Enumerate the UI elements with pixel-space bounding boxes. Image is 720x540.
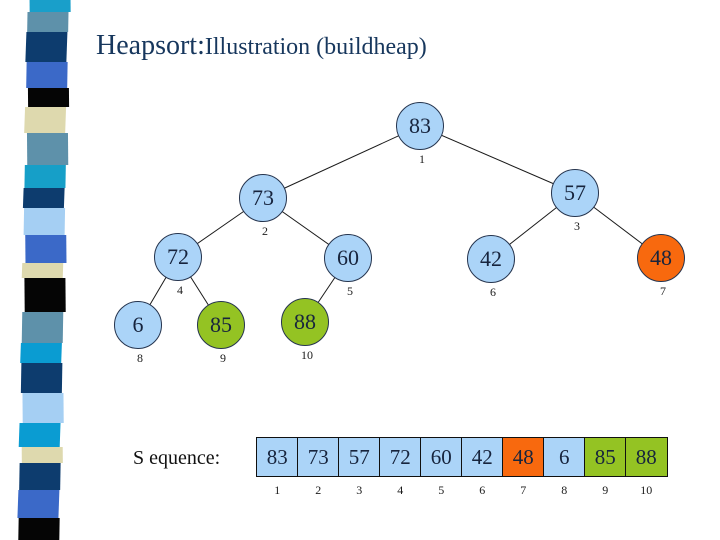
sequence-cell: 48 bbox=[502, 437, 545, 477]
sequence-label: S equence: bbox=[133, 447, 221, 469]
sequence-cell: 88 bbox=[625, 437, 668, 477]
tree-node: 60 bbox=[324, 234, 372, 282]
tree-node-index: 8 bbox=[137, 351, 143, 365]
decor-strip-segment bbox=[18, 518, 60, 540]
decor-strip-segment bbox=[17, 490, 60, 518]
decor-strip-segment bbox=[26, 62, 68, 88]
sequence-cell-index: 1 bbox=[274, 483, 281, 497]
tree-node-index: 7 bbox=[660, 284, 666, 298]
decor-strip-segment bbox=[20, 363, 63, 393]
tree-node: 42 bbox=[467, 235, 515, 283]
sequence-cell-index: 7 bbox=[520, 483, 527, 497]
sequence-cell-index: 9 bbox=[602, 483, 609, 497]
tree-node: 83 bbox=[396, 102, 444, 150]
decor-strip-segment bbox=[21, 312, 64, 343]
tree-node-index: 4 bbox=[177, 283, 183, 297]
sequence-cell-index: 6 bbox=[479, 483, 486, 497]
tree-node: 57 bbox=[551, 169, 599, 217]
sequence-cell-index: 10 bbox=[640, 483, 653, 497]
tree-node: 72 bbox=[154, 233, 202, 281]
decor-strip-segment bbox=[24, 278, 66, 312]
decor-strip-segment bbox=[25, 32, 68, 62]
tree-node: 88 bbox=[281, 298, 329, 346]
sequence-index-row: 1 2 3 4 5 6 7 8 9 10 bbox=[256, 483, 668, 498]
sequence-cell: 57 bbox=[338, 437, 381, 477]
slide-title: Heapsort:Illustration (buildheap) bbox=[96, 30, 427, 62]
title-subtitle: Illustration (buildheap) bbox=[204, 34, 427, 60]
tree-edge bbox=[419, 125, 576, 194]
tree-node: 48 bbox=[637, 234, 685, 282]
tree-node-index: 5 bbox=[347, 284, 353, 298]
sequence-cell: 85 bbox=[584, 437, 627, 477]
tree-node-index: 1 bbox=[419, 152, 425, 166]
sequence-cell-index: 4 bbox=[397, 483, 404, 497]
tree-edge bbox=[262, 125, 421, 199]
sequence-cell: 60 bbox=[420, 437, 463, 477]
tree-node-index: 9 bbox=[220, 351, 226, 365]
decor-strip-segment bbox=[24, 165, 66, 188]
sequence-cell-index: 8 bbox=[561, 483, 568, 497]
tree-node-index: 3 bbox=[574, 219, 580, 233]
sequence-cell: 72 bbox=[379, 437, 422, 477]
tree-node-index: 6 bbox=[490, 285, 496, 299]
decor-strip-segment bbox=[24, 107, 67, 133]
decor-strip-segment bbox=[25, 235, 67, 263]
tree-node-index: 2 bbox=[262, 224, 268, 238]
decor-strip-segment bbox=[21, 447, 63, 463]
tree-node: 85 bbox=[197, 301, 245, 349]
tree-node: 6 bbox=[114, 301, 162, 349]
decor-strip-segment bbox=[20, 343, 62, 363]
sequence-cell: 6 bbox=[543, 437, 586, 477]
decor-strip-segment bbox=[21, 263, 64, 278]
sequence-cell-index: 2 bbox=[315, 483, 322, 497]
decor-strip-segment bbox=[18, 423, 61, 447]
sequence-cell: 42 bbox=[461, 437, 504, 477]
decor-strip-segment bbox=[27, 88, 70, 107]
tree-node: 73 bbox=[239, 174, 287, 222]
title-keyword: Heapsort: bbox=[96, 30, 205, 61]
sequence-cell-index: 5 bbox=[438, 483, 445, 497]
decor-strip-segment bbox=[26, 133, 69, 165]
tree-node-index: 10 bbox=[301, 348, 313, 362]
sequence-cell: 73 bbox=[297, 437, 340, 477]
decor-strip-segment bbox=[29, 0, 71, 12]
decor-strip-segment bbox=[22, 393, 64, 423]
decor-strip-segment bbox=[23, 208, 66, 235]
sequence-cell-index: 3 bbox=[356, 483, 363, 497]
decor-strip-segment bbox=[19, 463, 61, 490]
decor-strip-segment bbox=[27, 12, 69, 32]
sequence-cell: 83 bbox=[256, 437, 299, 477]
decor-strip-segment bbox=[22, 188, 65, 208]
decor-strip bbox=[17, 0, 71, 540]
